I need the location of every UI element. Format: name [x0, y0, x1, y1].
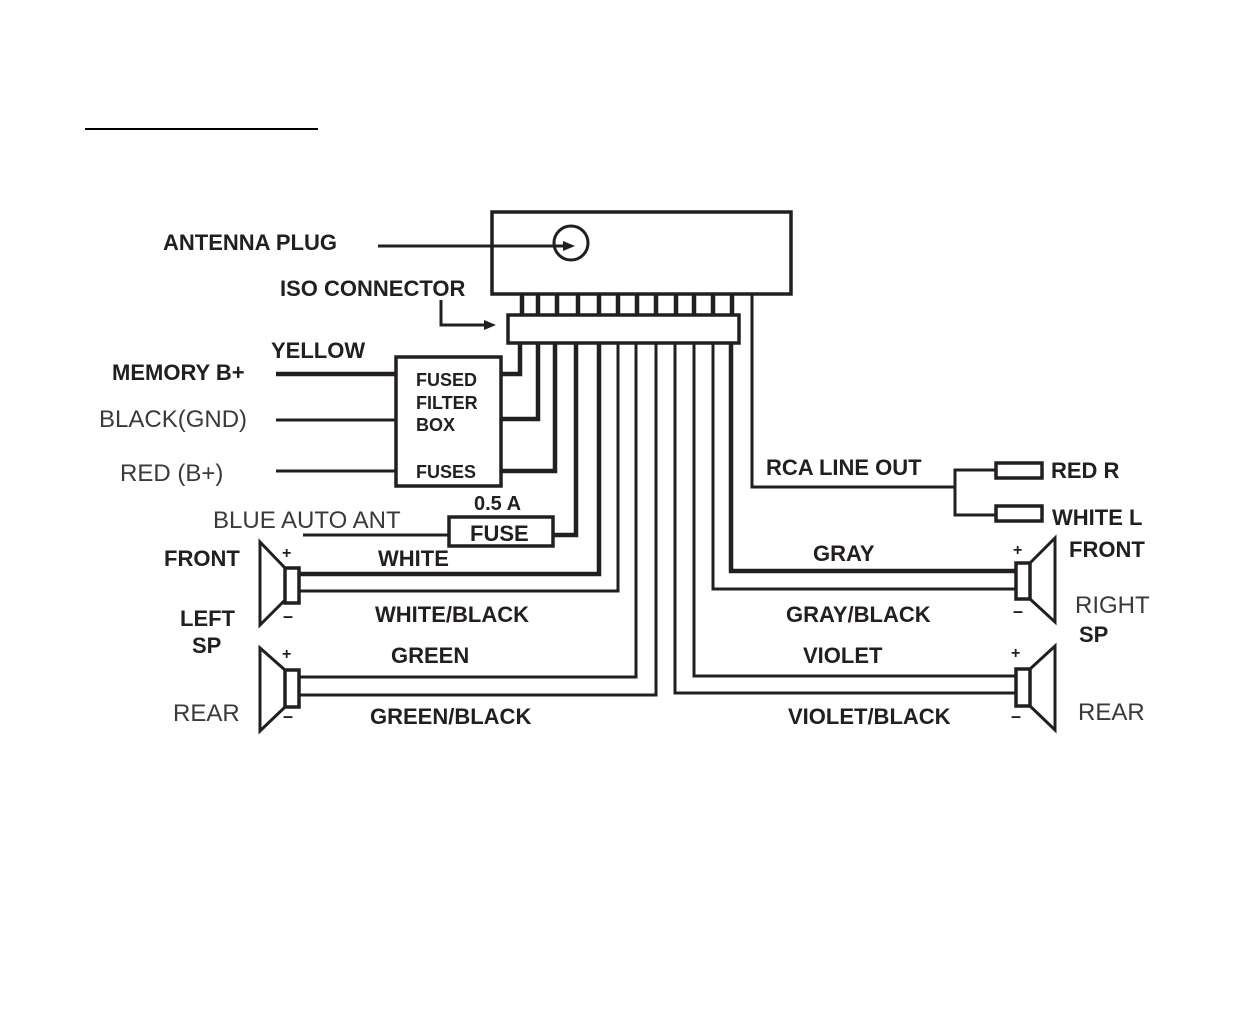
left-rear-label: REAR: [173, 700, 240, 727]
iso-arrow-icon: [484, 320, 496, 330]
wire-white: [298, 343, 602, 577]
polarity-plus: +: [1011, 645, 1020, 662]
yellow-label: YELLOW: [271, 338, 365, 363]
antenna-arrow-icon: [563, 241, 575, 251]
polarity-plus: +: [282, 545, 291, 562]
polarity-minus: –: [1013, 601, 1023, 621]
right-label: RIGHT: [1075, 592, 1150, 619]
right-rear-label: REAR: [1078, 699, 1145, 726]
left-rear-speaker-icon: [258, 644, 301, 735]
red-r-label: RED R: [1051, 458, 1120, 483]
filter-out-1: [501, 343, 523, 377]
iso-connector-pointer: [439, 300, 492, 327]
blue-auto-ant-label: BLUE AUTO ANT: [213, 507, 401, 534]
filter-out-2: [501, 343, 541, 422]
right-sp-label: SP: [1079, 622, 1108, 647]
polarity-minus: –: [1011, 706, 1021, 726]
right-front-label: FRONT: [1069, 537, 1145, 562]
rca-line-out-label: RCA LINE OUT: [766, 455, 922, 480]
left-sp-label: SP: [192, 633, 221, 658]
antenna-socket-icon: [552, 224, 590, 262]
left-front-speaker-icon: [258, 538, 301, 629]
wire-label-gray-black: GRAY/BLACK: [786, 602, 931, 627]
polarity-plus: +: [1013, 542, 1022, 559]
wire-green-black: [298, 343, 658, 697]
box-label: BOX: [416, 415, 455, 435]
iso-connector: [506, 313, 741, 345]
white-l-label: WHITE L: [1052, 505, 1142, 530]
fused-label: FUSED: [416, 370, 477, 390]
fuses-label: FUSES: [416, 462, 476, 482]
wire-label-green-black: GREEN/BLACK: [370, 704, 531, 729]
filter-out-3: [501, 343, 558, 474]
rca-wire: [750, 294, 955, 489]
fuse-label: FUSE: [470, 521, 529, 546]
left-label: LEFT: [180, 606, 236, 631]
wire-white-black: [298, 343, 620, 593]
fuse-out: [553, 343, 579, 538]
red-b-label: RED (B+): [120, 460, 223, 487]
rca-plug-red: [994, 461, 1044, 480]
wire-gray-black: [711, 343, 1015, 591]
left-front-label: FRONT: [164, 546, 240, 571]
wire-label-green: GREEN: [391, 643, 469, 668]
polarity-minus: –: [283, 706, 293, 726]
wire-gray: [728, 343, 1015, 574]
wire-label-white: WHITE: [378, 546, 449, 571]
rca-split: [953, 468, 996, 517]
wire-label-gray: GRAY: [813, 541, 875, 566]
fuse-box: [447, 515, 555, 548]
antenna-plug-label: ANTENNA PLUG: [163, 230, 337, 255]
iso-connector-label: ISO CONNECTOR: [280, 276, 466, 301]
right-rear-speaker-icon: [1014, 642, 1057, 734]
memory-label: MEMORY B+: [112, 360, 245, 385]
right-front-speaker-icon: [1014, 534, 1057, 626]
polarity-plus: +: [282, 646, 291, 663]
rca-plug-white: [994, 504, 1044, 523]
wire-label-violet: VIOLET: [803, 643, 883, 668]
head-unit: [490, 210, 793, 296]
fuse-rating-label: 0.5 A: [474, 493, 521, 515]
polarity-minus: –: [283, 606, 293, 626]
filter-label: FILTER: [416, 393, 478, 413]
wire-label-violet-black: VIOLET/BLACK: [788, 704, 951, 729]
connector-pins: [519, 294, 735, 316]
wire-violet-black: [673, 343, 1015, 695]
wire-label-white-black: WHITE/BLACK: [375, 602, 529, 627]
wire-green: [298, 343, 638, 679]
black-gnd-label: BLACK(GND): [99, 406, 247, 433]
wire-violet: [692, 343, 1015, 678]
